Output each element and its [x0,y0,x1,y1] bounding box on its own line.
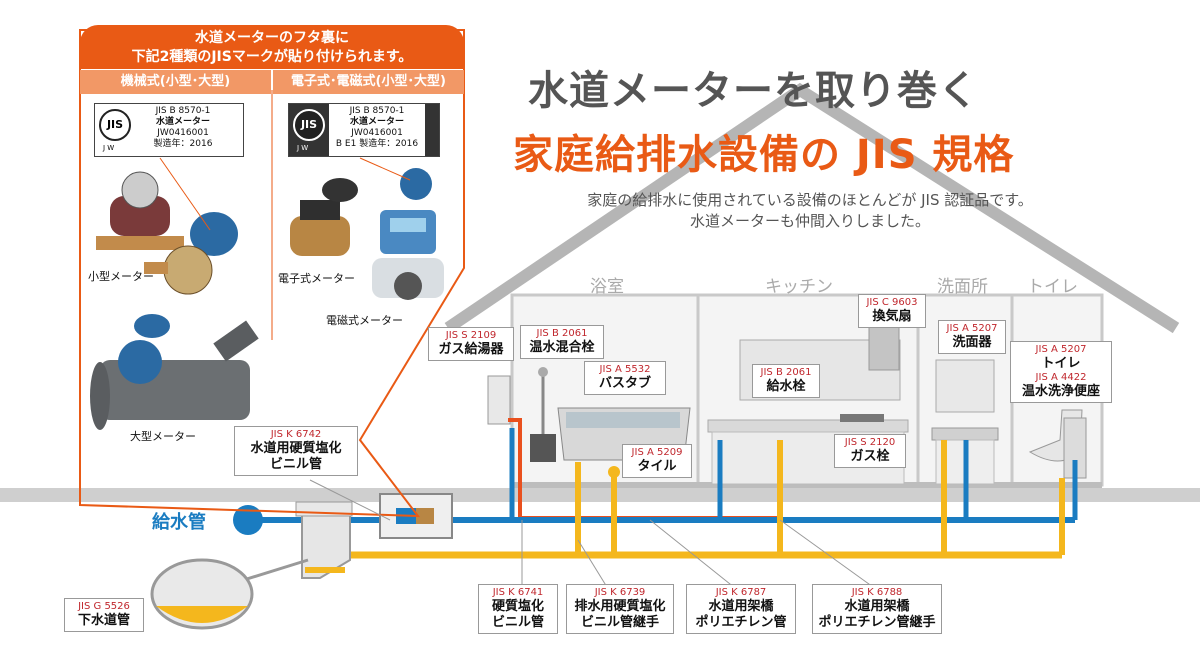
label-name: 洗面器 [952,335,992,350]
label-name: トイレ [1041,356,1081,371]
label-name: ポリエチレン管継手 [818,615,936,630]
label-code: JIS S 2120 [844,437,896,448]
room-toilet: トイレ [1027,277,1078,297]
panel-header: 水道メーターのフタ裏に 下記2種類のJISマークが貼り付けられます。 [80,25,464,69]
label-name: ガス給湯器 [438,342,504,357]
small-meter-label: 小型メーター [88,270,154,283]
label-name: ビニル管 [491,615,544,630]
panel-col-electronic: 電子式･電磁式(小型･大型) [273,70,464,94]
label-code: JIS K 6739 [594,587,646,598]
electromagnetic-meter-icon [372,168,444,300]
elec-label-line-3: JW0416001 [351,128,403,138]
label-code: JIS A 5207 [1035,344,1087,355]
panel-col-mechanical: 機械式(小型･大型) [80,70,271,94]
label-bathtub: JIS A 5532 バスタブ [584,361,666,395]
label-name: 水道用架橋 [844,599,910,614]
label-code: JIS A 5209 [631,447,683,458]
label-sewer: JIS G 5526 下水道管 [64,598,144,632]
label-name: バスタブ [598,376,651,391]
label-pvc-pipe: JIS K 6741 硬質塩化 ビニル管 [478,584,558,634]
large-meter-label: 大型メーター [130,430,196,443]
label-code: JIS S 2109 [445,330,497,341]
label-water-faucet: JIS B 2061 給水栓 [752,364,820,398]
elec-label-line-1: JIS B 8570-1 [349,106,405,116]
room-kitchen: キッチン [765,277,833,297]
label-pe-joint: JIS K 6788 水道用架橋 ポリエチレン管継手 [812,584,942,634]
jis-label-electronic: JIS J W JIS B 8570-1 水道メーター JW0416001 B … [288,103,440,157]
label-gas-valve: JIS S 2120 ガス栓 [834,434,906,468]
elec-label-line-4: B E1 製造年：2016 [335,139,419,149]
washroom-mirror [935,359,995,413]
label-code: JIS K 6742 [270,429,322,440]
mech-label-line-1: JIS B 8570-1 [155,106,211,116]
jis-mark-icon: JIS [293,109,325,141]
label-code: JIS A 4422 [1035,372,1087,383]
panel-header-line-1: 水道メーターのフタ裏に [195,30,349,46]
label-name: 換気扇 [872,309,912,324]
label-code: JIS A 5532 [599,364,651,375]
label-name: 水道用硬質塩化 [250,441,342,456]
label-pe-pipe: JIS K 6787 水道用架橋 ポリエチレン管 [686,584,796,634]
mech-label-line-4: 製造年：2016 [153,139,213,149]
subtitle-line-1: 家庭の給排水に使用されている設備のほとんどが JIS 認証品です。 [587,191,1033,209]
mech-label-line-2: 水道メーター [155,117,210,127]
electronic-meter-icon [290,178,358,256]
jis-mark-icon: JIS [99,109,131,141]
label-pvc-pipe-water: JIS K 6742 水道用硬質塩化 ビニル管 [234,426,358,476]
shower-head-icon [538,367,548,377]
label-mixing-faucet: JIS B 2061 温水混合栓 [520,325,604,359]
panel-frame [79,29,465,518]
label-name: ビニル管 [269,457,322,472]
house-roof [444,82,1180,334]
supply-pipe-end [233,505,263,535]
label-code: JIS K 6741 [492,587,544,598]
label-code: JIS K 6787 [715,587,767,598]
elec-label-line-2: 水道メーター [349,117,404,127]
label-gas-heater: JIS S 2109 ガス給湯器 [428,327,514,361]
label-name: 水道用架橋 [708,599,774,614]
label-washbasin: JIS A 5207 洗面器 [938,320,1006,354]
label-name: タイル [637,459,677,474]
ground [0,488,1200,502]
title-line-1: 水道メーターを取り巻く [528,68,979,114]
label-name: 給水栓 [766,379,806,394]
jis-mark-sub: J W [297,144,309,152]
title-line-2: 家庭給排水設備の JIS 規格 [513,132,1015,178]
jis-label-mechanical: JIS J W JIS B 8570-1 水道メーター JW0416001 製造… [94,103,244,157]
subtitle: 家庭の給排水に使用されている設備のほとんどが JIS 認証品です。 水道メーター… [520,190,1100,232]
label-code: JIS C 9603 [866,297,918,308]
room-bath: 浴室 [590,277,624,297]
label-tile: JIS A 5209 タイル [622,444,692,478]
jis-mark-sub: J W [103,144,115,152]
label-name: 温水混合栓 [529,340,595,355]
electronic-meter-label: 電子式メーター [278,272,355,285]
panel-header-line-2: 下記2種類のJISマークが貼り付けられます。 [131,49,413,65]
label-code: JIS B 2061 [536,328,588,339]
mech-label-line-3: JW0416001 [157,128,209,138]
room-washroom: 洗面所 [937,277,988,297]
electromagnetic-meter-label: 電磁式メーター [326,314,403,327]
label-name: 硬質塩化 [491,599,544,614]
gas-heater-icon [487,375,511,425]
label-code: JIS K 6788 [851,587,903,598]
label-name: ビニル管継手 [580,615,659,630]
label-toilet: JIS A 5207 トイレ JIS A 4422 温水洗浄便座 [1010,341,1112,403]
washroom-basin [931,427,999,441]
label-name: 温水洗浄便座 [1021,384,1100,399]
label-pvc-joint: JIS K 6739 排水用硬質塩化 ビニル管継手 [566,584,674,634]
supply-pipe-label: 給水管 [152,512,206,533]
label-name: 排水用硬質塩化 [574,599,666,614]
label-code: JIS G 5526 [78,601,130,612]
small-meter-icon [96,171,238,295]
large-meter-icon [90,314,259,430]
label-ventilation-fan: JIS C 9603 換気扇 [858,294,926,328]
label-code: JIS B 2061 [760,367,812,378]
label-name: ポリエチレン管 [695,615,787,630]
subtitle-line-2: 水道メーターも仲間入りしました。 [689,212,930,230]
label-name: ガス栓 [850,449,890,464]
label-code: JIS A 5207 [946,323,998,334]
label-name: 下水道管 [77,613,130,628]
